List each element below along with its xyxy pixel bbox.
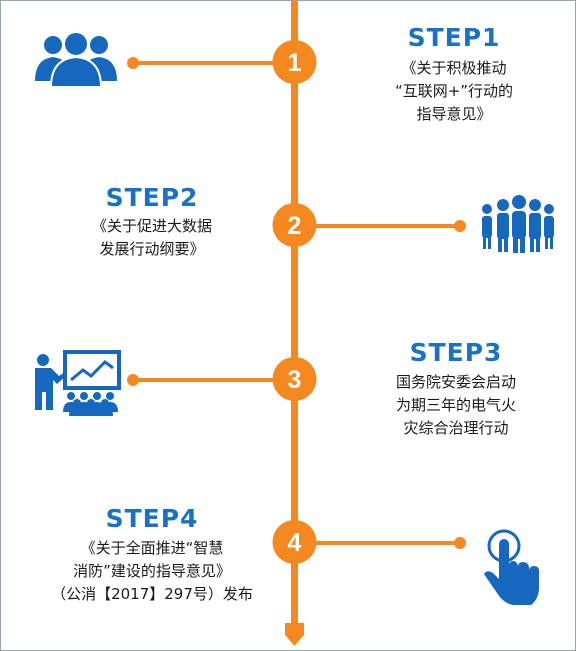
step3-description: 国务院安委会启动 为期三年的电气火 灾综合治理行动 bbox=[369, 371, 543, 440]
people-group-icon bbox=[35, 31, 117, 87]
presentation-meeting-icon bbox=[35, 350, 121, 416]
connector-dot-step2 bbox=[454, 220, 466, 232]
step3-line-3: 灾综合治理行动 bbox=[403, 419, 509, 437]
step1-line-2: “互联网+”行动的 bbox=[394, 82, 514, 100]
step4-line-1: 《关于全面推进“智慧 bbox=[80, 539, 224, 557]
step1-description: 《关于积极推动 “互联网+”行动的 指导意见》 bbox=[369, 57, 539, 126]
step3-line-1: 国务院安委会启动 bbox=[395, 373, 516, 391]
tap-hand-icon bbox=[484, 529, 539, 605]
timeline-line bbox=[291, 1, 298, 626]
step2-line-2: 发展行动纲要》 bbox=[99, 240, 205, 258]
step-node-1: 1 bbox=[272, 40, 317, 84]
step1-line-3: 指导意见》 bbox=[416, 105, 492, 123]
connector-step1 bbox=[133, 61, 293, 65]
step1-title: STEP1 bbox=[407, 23, 501, 52]
step2-title: STEP2 bbox=[105, 183, 199, 212]
step4-description: 《关于全面推进“智慧 消防”建设的指导意见》 （公消【2017】297号）发布 bbox=[37, 537, 267, 606]
step1-line-1: 《关于积极推动 bbox=[401, 59, 507, 77]
connector-step4 bbox=[297, 541, 460, 545]
step-number-1: 1 bbox=[288, 49, 302, 77]
step-number-2: 2 bbox=[288, 212, 302, 240]
step3-title: STEP3 bbox=[409, 338, 503, 367]
step2-description: 《关于促进大数据 发展行动纲要》 bbox=[67, 215, 237, 261]
step4-title: STEP4 bbox=[105, 504, 199, 533]
step-node-4: 4 bbox=[272, 520, 317, 564]
connector-step3 bbox=[133, 378, 293, 382]
connector-dot-step3 bbox=[127, 374, 139, 386]
connector-dot-step1 bbox=[127, 57, 139, 69]
crowd-icon bbox=[482, 195, 554, 253]
connector-step2 bbox=[297, 224, 460, 228]
connector-dot-step4 bbox=[454, 537, 466, 549]
step3-line-2: 为期三年的电气火 bbox=[395, 396, 516, 414]
step4-line-3: （公消【2017】297号）发布 bbox=[51, 585, 253, 603]
step-number-4: 4 bbox=[288, 529, 302, 557]
step-number-3: 3 bbox=[288, 366, 302, 394]
timeline-arrow-icon bbox=[285, 623, 304, 646]
step4-line-2: 消防”建设的指导意见》 bbox=[73, 562, 231, 580]
step-node-2: 2 bbox=[272, 203, 317, 247]
step2-line-1: 《关于促进大数据 bbox=[91, 217, 212, 235]
step-node-3: 3 bbox=[272, 357, 317, 401]
